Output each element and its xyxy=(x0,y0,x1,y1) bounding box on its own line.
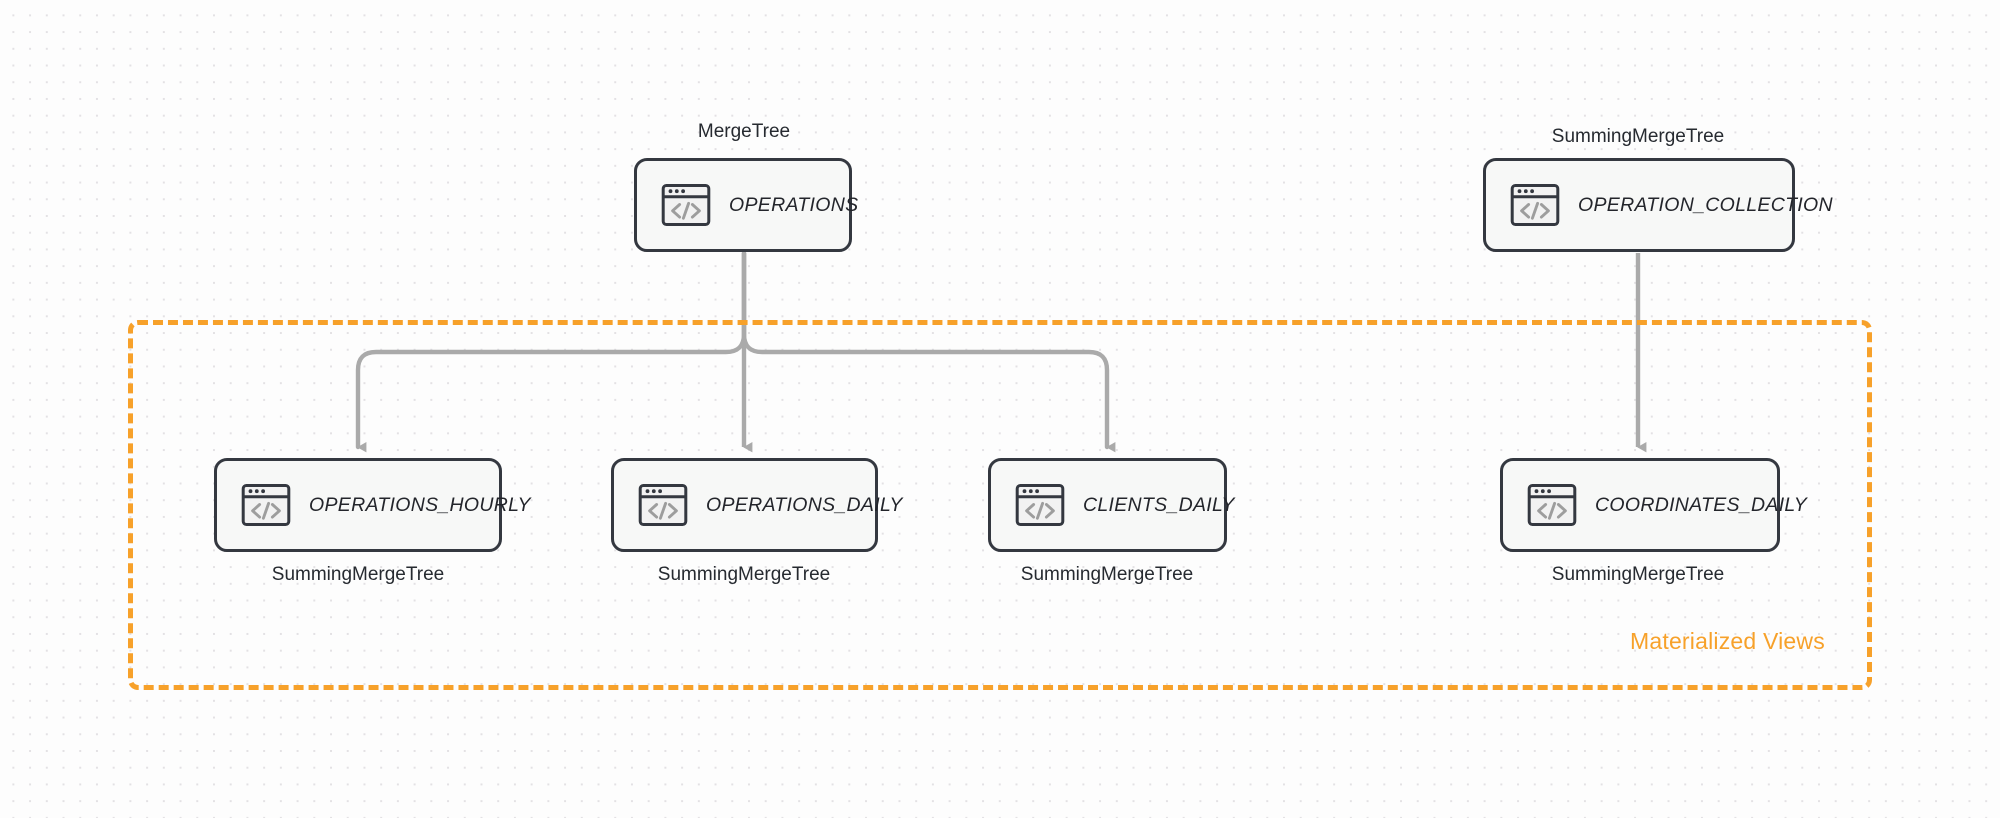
node-label-operations: OPERATIONS xyxy=(729,193,859,216)
engine-caption-operations-hourly: SummingMergeTree xyxy=(271,564,445,585)
node-label-operations-daily: OPERATIONS_DAILY xyxy=(706,493,903,516)
node-operations-daily[interactable]: OPERATIONS_DAILY xyxy=(611,458,902,552)
engine-caption-operations-daily: SummingMergeTree xyxy=(657,564,831,585)
code-window-icon xyxy=(241,484,291,526)
node-operation-collection[interactable]: OPERATION_COLLECTION xyxy=(1483,158,1833,252)
code-window-icon xyxy=(1510,184,1560,226)
node-label-clients-daily: CLIENTS_DAILY xyxy=(1083,493,1235,516)
node-label-operation-collection: OPERATION_COLLECTION xyxy=(1578,193,1833,216)
code-window-icon xyxy=(1527,484,1577,526)
node-label-operations-hourly: OPERATIONS_HOURLY xyxy=(309,493,531,516)
code-window-icon xyxy=(638,484,688,526)
materialized-views-group xyxy=(128,320,1872,690)
code-window-icon xyxy=(1015,484,1065,526)
node-coordinates-daily[interactable]: COORDINATES_DAILY xyxy=(1500,458,1807,552)
node-label-coordinates-daily: COORDINATES_DAILY xyxy=(1595,493,1808,516)
node-operations-hourly[interactable]: OPERATIONS_HOURLY xyxy=(214,458,531,552)
engine-caption-coordinates-daily: SummingMergeTree xyxy=(1551,564,1725,585)
engine-caption-operations: MergeTree xyxy=(697,121,791,142)
materialized-views-group-label: Materialized Views xyxy=(1630,628,1825,654)
engine-caption-operation-collection: SummingMergeTree xyxy=(1551,126,1725,147)
engine-caption-clients-daily: SummingMergeTree xyxy=(1020,564,1194,585)
node-operations[interactable]: OPERATIONS xyxy=(634,158,858,252)
node-clients-daily[interactable]: CLIENTS_DAILY xyxy=(988,458,1234,552)
code-window-icon xyxy=(661,184,711,226)
